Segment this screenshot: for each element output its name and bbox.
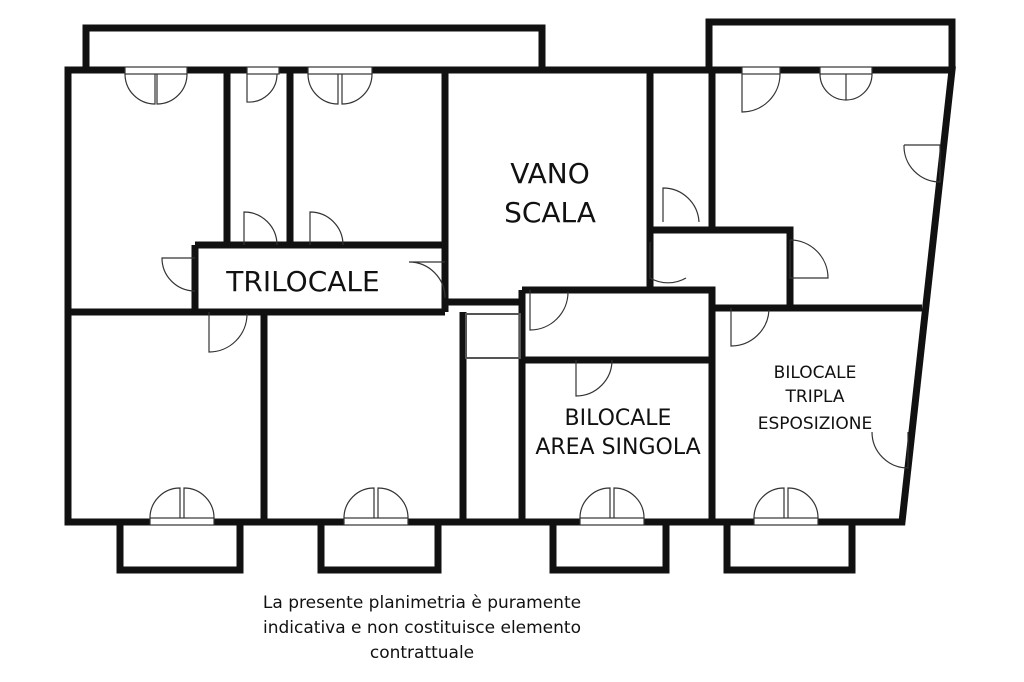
balcony-top-left <box>82 24 546 70</box>
doors <box>124 66 941 526</box>
door-icon <box>789 239 829 279</box>
corridor-central <box>518 286 716 522</box>
room-label-stair-1: VANO <box>510 157 590 190</box>
room-label-stair-2: SCALA <box>504 196 596 229</box>
balcony-bottom-4 <box>723 522 856 574</box>
disclaimer-line: La presente planimetria è puramente <box>262 593 582 613</box>
lift-icon <box>465 313 521 359</box>
balcony-bottom-1 <box>116 522 244 574</box>
door-icon <box>871 431 909 469</box>
door-icon <box>575 359 613 397</box>
corridor-right <box>650 70 794 308</box>
window-icon <box>246 66 280 103</box>
door-icon <box>649 242 687 284</box>
door-icon <box>243 211 278 246</box>
balcony-bottom-2 <box>317 522 442 574</box>
door-icon <box>730 308 770 347</box>
window-icon <box>149 487 215 526</box>
door-icon <box>161 257 196 292</box>
room-label-bilocale-single-2: AREA SINGOLA <box>535 435 700 460</box>
room-label-bilocale-triple-1: BILOCALE <box>774 363 857 383</box>
door-icon <box>208 312 248 353</box>
door-icon <box>529 290 569 331</box>
exterior-walls <box>64 18 956 574</box>
corridor-trilocale <box>68 241 445 316</box>
room-label-trilocale: TRILOCALE <box>225 265 379 298</box>
room-label-bilocale-single-1: BILOCALE <box>565 406 672 431</box>
window-icon <box>579 487 645 526</box>
room-label-bilocale-triple-3: ESPOSIZIONE <box>758 414 872 434</box>
interior-walls <box>68 70 922 522</box>
outer-shell <box>64 66 956 526</box>
door-icon <box>662 187 700 223</box>
window-icon <box>753 487 819 526</box>
disclaimer-line: contrattuale <box>369 643 475 663</box>
window-icon <box>307 66 373 105</box>
window-icon <box>741 66 781 113</box>
balcony-top-right <box>705 18 956 70</box>
balcony-bottom-3 <box>549 522 670 574</box>
disclaimer-line: indicativa e non costituisce elemento <box>263 618 581 638</box>
window-icon <box>124 66 188 105</box>
window-icon <box>343 487 409 526</box>
window-icon <box>819 66 873 101</box>
door-icon <box>408 261 446 299</box>
disclaimer-text: La presente planimetria è puramente indi… <box>212 591 632 666</box>
door-icon <box>903 144 941 183</box>
door-icon <box>309 211 344 246</box>
room-label-bilocale-triple-2: TRIPLA <box>785 387 845 407</box>
